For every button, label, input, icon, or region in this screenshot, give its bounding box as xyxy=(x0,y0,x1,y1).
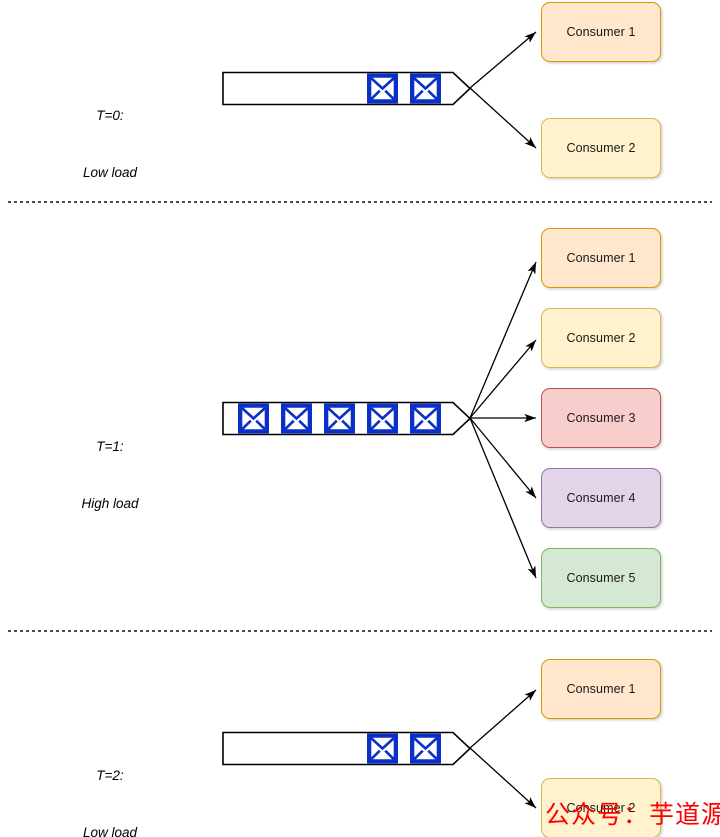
arrow-t0-consumer-2 xyxy=(469,87,537,149)
consumer-box-t0-1[interactable]: Consumer 1 xyxy=(541,2,661,62)
envelope-icon xyxy=(367,73,398,104)
consumer-label: Consumer 1 xyxy=(566,682,636,696)
consumer-label: Consumer 2 xyxy=(566,331,636,345)
consumer-label: Consumer 1 xyxy=(566,251,636,265)
consumer-box-t1-2[interactable]: Consumer 2 xyxy=(541,308,661,368)
arrows-t1 xyxy=(469,261,537,579)
stage-label-t2-line1: T=2: xyxy=(96,768,124,783)
envelope-icon xyxy=(367,733,398,764)
consumer-label: Consumer 3 xyxy=(566,411,636,425)
arrow-t0-consumer-1 xyxy=(469,31,537,89)
stage-label-t0-line2: Low load xyxy=(82,165,138,180)
stage-label-t2: T=2: Low load xyxy=(50,728,170,837)
arrows-t0 xyxy=(469,31,537,149)
envelope-icon xyxy=(281,403,312,434)
arrow-t1-consumer-1 xyxy=(469,261,537,419)
queue-shape-t2 xyxy=(222,731,472,766)
envelope-icon xyxy=(410,403,441,434)
consumer-box-t2-1[interactable]: Consumer 1 xyxy=(541,659,661,719)
envelope-icon xyxy=(410,73,441,104)
arrow-t2-consumer-1 xyxy=(469,689,537,749)
stage-label-t1: T=1: High load xyxy=(50,399,170,551)
consumer-box-t0-2[interactable]: Consumer 2 xyxy=(541,118,661,178)
envelope-icon xyxy=(410,733,441,764)
arrows-t2 xyxy=(469,689,537,809)
arrow-t1-consumer-5 xyxy=(469,417,537,579)
consumer-label: Consumer 2 xyxy=(566,141,636,155)
arrow-t1-consumer-4 xyxy=(469,417,537,499)
consumer-box-t1-5[interactable]: Consumer 5 xyxy=(541,548,661,608)
envelope-icon xyxy=(238,403,269,434)
stage-label-t1-line2: High load xyxy=(81,496,139,511)
message-queue-t0 xyxy=(222,71,472,106)
consumer-box-t1-3[interactable]: Consumer 3 xyxy=(541,388,661,448)
message-queue-t2 xyxy=(222,731,472,766)
stage-label-t0-line1: T=0: xyxy=(96,108,124,123)
stage-label-t0: T=0: Low load xyxy=(50,68,170,220)
consumer-label: Consumer 5 xyxy=(566,571,636,585)
consumer-box-t1-4[interactable]: Consumer 4 xyxy=(541,468,661,528)
consumer-box-t1-1[interactable]: Consumer 1 xyxy=(541,228,661,288)
stage-label-t2-line2: Low load xyxy=(82,825,138,837)
queue-shape-t0 xyxy=(222,71,472,106)
arrow-t1-consumer-2 xyxy=(469,339,537,419)
message-queue-t1 xyxy=(222,401,472,436)
stage-label-t1-line1: T=1: xyxy=(96,439,124,454)
consumer-label: Consumer 4 xyxy=(566,491,636,505)
consumer-box-t2-2[interactable]: Consumer 2 xyxy=(541,778,661,837)
consumer-label: Consumer 1 xyxy=(566,25,636,39)
arrow-t2-consumer-2 xyxy=(469,747,537,809)
envelope-icon xyxy=(367,403,398,434)
envelope-icon xyxy=(324,403,355,434)
watermark-text: 公众号：芋道源码 xyxy=(545,800,720,829)
